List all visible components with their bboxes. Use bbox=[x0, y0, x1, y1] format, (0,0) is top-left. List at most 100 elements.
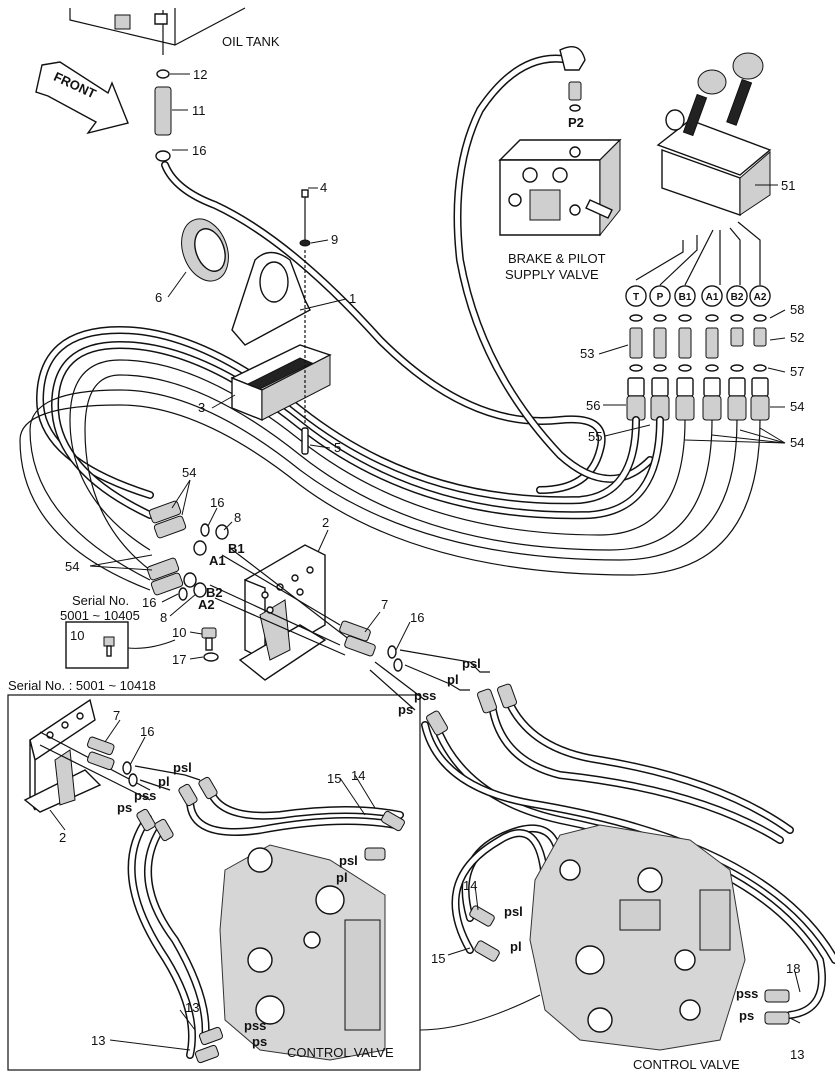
port-a1: A1 bbox=[706, 292, 719, 303]
port-label-psl-inset-valve: psl bbox=[339, 853, 358, 868]
callout-15-main: 15 bbox=[431, 951, 445, 966]
port-label-pss-inset: pss bbox=[134, 788, 156, 803]
callout-2-main: 2 bbox=[322, 515, 329, 530]
callout-17: 17 bbox=[172, 652, 186, 667]
callout-8-b: 8 bbox=[160, 610, 167, 625]
callout-13-inset-left: 13 bbox=[91, 1033, 105, 1048]
callout-18: 18 bbox=[786, 961, 800, 976]
callout-13-main: 13 bbox=[790, 1047, 804, 1062]
clamp-block-3 bbox=[230, 344, 332, 422]
callout-15-inset: 15 bbox=[327, 771, 341, 786]
callout-6: 6 bbox=[155, 290, 162, 305]
callout-16-a: 16 bbox=[210, 495, 224, 510]
port-p2-label: P2 bbox=[568, 115, 584, 130]
callout-56: 56 bbox=[586, 398, 600, 413]
port-a1-circle bbox=[701, 285, 723, 307]
port-label-pss-main: pss bbox=[414, 688, 436, 703]
port-label-pl-inset-valve: pl bbox=[336, 870, 348, 885]
callout-13-inset-right: 13 bbox=[185, 1000, 199, 1015]
front-arrow: FRONT bbox=[35, 61, 129, 135]
callout-9: 9 bbox=[331, 232, 338, 247]
callout-54-upper-left: 54 bbox=[182, 465, 196, 480]
brake-valve-caption-line2: SUPPLY VALVE bbox=[505, 267, 599, 282]
port-labels: B1 A1 B2 A2 psl pl pss ps psl pl pss ps … bbox=[117, 541, 758, 1049]
port-b2-circle bbox=[726, 285, 748, 307]
port-fitting-columns bbox=[625, 285, 771, 421]
mount-bracket-1 bbox=[231, 251, 311, 346]
port-p-circle bbox=[649, 285, 671, 307]
serial-inset-caption: Serial No. : 5001 ~ 10418 bbox=[8, 678, 156, 693]
main-control-valve bbox=[529, 824, 746, 1051]
callout-54-lower-left: 54 bbox=[65, 559, 79, 574]
callout-1: 1 bbox=[349, 291, 356, 306]
lower-fittings bbox=[146, 500, 229, 601]
callout-3: 3 bbox=[198, 400, 205, 415]
brake-pilot-supply-valve bbox=[498, 138, 622, 237]
port-label-pss-inset-valve: pss bbox=[244, 1018, 266, 1033]
port-b2: B2 bbox=[731, 292, 744, 303]
port-label-b1: B1 bbox=[228, 541, 245, 556]
suction-hose bbox=[161, 161, 606, 494]
port-label-psl-main-valve: psl bbox=[504, 904, 523, 919]
serial-inset-box bbox=[7, 694, 541, 1071]
port-b1-circle bbox=[674, 285, 696, 307]
port-b1: B1 bbox=[679, 292, 692, 303]
joystick-port-lines bbox=[635, 221, 761, 286]
callout-11: 11 bbox=[192, 103, 206, 118]
callout-51: 51 bbox=[781, 178, 795, 193]
callout-16-top: 16 bbox=[192, 143, 206, 158]
callout-12: 12 bbox=[193, 67, 207, 82]
leader-lines bbox=[49, 187, 801, 1051]
joystick-port-labels: T P B1 A1 B2 A2 bbox=[625, 285, 771, 307]
bolt-4 bbox=[299, 189, 311, 455]
callout-8-a: 8 bbox=[234, 510, 241, 525]
port-label-a2: A2 bbox=[198, 597, 215, 612]
port-label-ps-main: ps bbox=[398, 702, 413, 717]
control-valve-main-caption: CONTROL VALVE bbox=[633, 1057, 740, 1072]
oil-tank-caption: OIL TANK bbox=[222, 34, 280, 49]
serial-small-line1: Serial No. bbox=[72, 593, 129, 608]
port-label-psl-main: psl bbox=[462, 656, 481, 671]
grommet-6 bbox=[181, 218, 229, 282]
callout-54-right-bundle: 54 bbox=[790, 435, 804, 450]
port-p: P bbox=[657, 292, 664, 303]
port-t: T bbox=[633, 292, 639, 303]
callout-57: 57 bbox=[790, 364, 804, 379]
port-label-ps-inset-valve: ps bbox=[252, 1034, 267, 1049]
oil-tank bbox=[69, 7, 246, 55]
callout-55: 55 bbox=[588, 429, 602, 444]
brake-valve-caption-line1: BRAKE & PILOT bbox=[508, 251, 606, 266]
port-t-circle bbox=[625, 285, 647, 307]
port-label-pss-main-valve: pss bbox=[736, 986, 758, 1001]
port-label-pl-inset: pl bbox=[158, 774, 170, 789]
port-label-a1: A1 bbox=[209, 553, 226, 568]
serial-box-small bbox=[65, 621, 219, 669]
callout-16-b: 16 bbox=[142, 595, 156, 610]
fitting-stack-11 bbox=[154, 69, 190, 162]
callout-4: 4 bbox=[320, 180, 327, 195]
callout-14-main: 14 bbox=[463, 878, 477, 893]
port-label-b2: B2 bbox=[206, 585, 223, 600]
fittings-7-16 bbox=[339, 620, 490, 711]
valve-bracket-2 bbox=[209, 544, 351, 681]
callout-16-inset: 16 bbox=[140, 724, 154, 739]
callout-10-main: 10 bbox=[172, 625, 186, 640]
callout-5: 5 bbox=[334, 440, 341, 455]
joystick-valve-51 bbox=[656, 52, 778, 216]
callout-53: 53 bbox=[580, 346, 594, 361]
callout-16-c: 16 bbox=[410, 610, 424, 625]
part-number-callouts: 12 11 16 4 9 6 1 3 5 51 58 52 53 57 56 5… bbox=[59, 67, 804, 1062]
port-label-pl-main-valve: pl bbox=[510, 939, 522, 954]
serial-small-line2: 5001 ~ 10405 bbox=[60, 608, 140, 623]
callout-10-box: 10 bbox=[70, 628, 84, 643]
port-label-psl-inset: psl bbox=[173, 760, 192, 775]
callout-58: 58 bbox=[790, 302, 804, 317]
callout-7-inset: 7 bbox=[113, 708, 120, 723]
callout-7-main: 7 bbox=[381, 597, 388, 612]
control-valve-inset-caption: CONTROL VALVE bbox=[287, 1045, 394, 1060]
callout-2-inset: 2 bbox=[59, 830, 66, 845]
callout-54-right: 54 bbox=[790, 399, 804, 414]
port-label-ps-inset: ps bbox=[117, 800, 132, 815]
